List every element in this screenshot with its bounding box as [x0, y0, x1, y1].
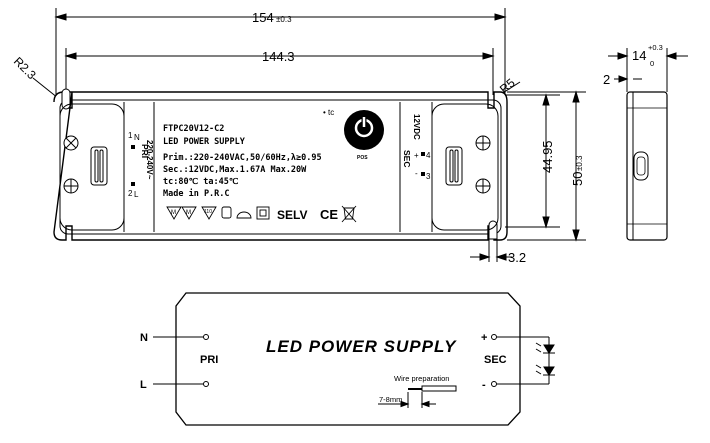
dimension-flange	[614, 75, 642, 83]
inner-height-label: 44.95	[540, 140, 555, 173]
slot-width-label: 3.2	[508, 250, 526, 265]
sec-plus-marker	[421, 152, 425, 156]
wiring-diagram-box	[175, 292, 521, 426]
screw-icon	[475, 135, 491, 151]
dimension-depth	[608, 48, 688, 92]
sec-pin-3: 3	[426, 172, 431, 181]
wiring-title: LED POWER SUPPLY	[266, 337, 457, 356]
input-n-label: N	[140, 332, 148, 344]
pri-l-label: L	[134, 190, 139, 199]
screw-icon	[475, 178, 491, 194]
origin-text: Made in P.R.C	[163, 188, 230, 199]
pri-pin-2: 2	[128, 189, 133, 198]
pri-voltage: 220-240V~	[145, 140, 154, 180]
product-name: LED POWER SUPPLY	[163, 137, 246, 147]
weee-bin-icon	[341, 205, 357, 223]
hole-spacing-label: 144.3	[262, 49, 295, 64]
depth-label: 14	[632, 48, 646, 63]
depth-tol-upper: +0.3	[648, 43, 663, 52]
tc-mark: • tc	[323, 108, 334, 117]
strip-length-label: 7-8mm	[379, 395, 402, 404]
dimension-overall-height	[507, 90, 586, 242]
overall-height-label: 50	[570, 172, 585, 186]
wiring-sec-label: SEC	[484, 354, 507, 366]
led-diode-icon	[535, 342, 555, 354]
certification-marks	[166, 206, 270, 220]
dimension-overall-length	[54, 8, 507, 95]
overall-length-label: 154	[252, 10, 274, 25]
corner-radius-left-label: R2.3	[11, 54, 39, 82]
unit-front-view	[53, 88, 508, 241]
temperature-spec: tc:80℃ ta:45℃	[163, 176, 239, 187]
pri-pin-1: 1	[128, 131, 133, 140]
depth-tol-lower: 0	[650, 59, 654, 68]
corner-radius-left-leader	[32, 77, 59, 99]
unit-side-view	[626, 91, 668, 241]
input-l-label: L	[140, 379, 147, 391]
overall-height-tol: ±0.3	[575, 155, 584, 171]
pri-title: PRI	[140, 144, 150, 158]
input-wires	[153, 334, 209, 387]
ce-mark: CE	[320, 207, 338, 222]
primary-spec: Prim.:220-240VAC,50/60Hz,λ≥0.95	[163, 152, 322, 163]
secondary-spec: Sec.:12VDC,Max.1.67A Max.20W	[163, 165, 307, 175]
output-minus-label: -	[482, 379, 486, 391]
sec-minus-marker	[421, 172, 425, 176]
terminal-slots-right	[445, 146, 463, 186]
wire-prep-illustration	[378, 385, 457, 408]
overall-length-tol: ±0.3	[276, 15, 292, 24]
dimension-slot-width	[470, 232, 512, 262]
screw-icon	[63, 178, 79, 194]
sec-pin-4: 4	[426, 151, 431, 160]
selv-mark: SELV	[277, 208, 307, 222]
terminal-slots-left	[90, 146, 108, 186]
sec-title: SEC	[402, 150, 412, 167]
cert-mark-2: M	[186, 210, 191, 216]
flange-label: 2	[603, 72, 610, 87]
model-number: FTPC20V12-C2	[163, 124, 224, 134]
wiring-pri-label: PRI	[200, 354, 218, 366]
cert-mark-3: 110	[204, 209, 212, 215]
pri-n-marker	[131, 145, 135, 149]
sec-minus-label: -	[415, 169, 418, 178]
wire-prep-label: Wire preparation	[394, 374, 449, 383]
dimension-hole-spacing	[64, 48, 495, 95]
screw-icon	[63, 135, 79, 151]
cert-mark-1: M	[171, 210, 176, 216]
sec-voltage: 12VDC	[412, 114, 421, 140]
sec-plus-label: +	[414, 151, 419, 160]
dimension-inner-height	[505, 93, 560, 229]
led-diode-icon	[535, 364, 555, 376]
pri-l-marker	[131, 182, 135, 186]
power-logo-icon	[344, 110, 384, 150]
pos-logo-text: POS	[357, 155, 368, 161]
pri-n-label: N	[134, 133, 140, 142]
output-plus-label: +	[481, 332, 487, 344]
